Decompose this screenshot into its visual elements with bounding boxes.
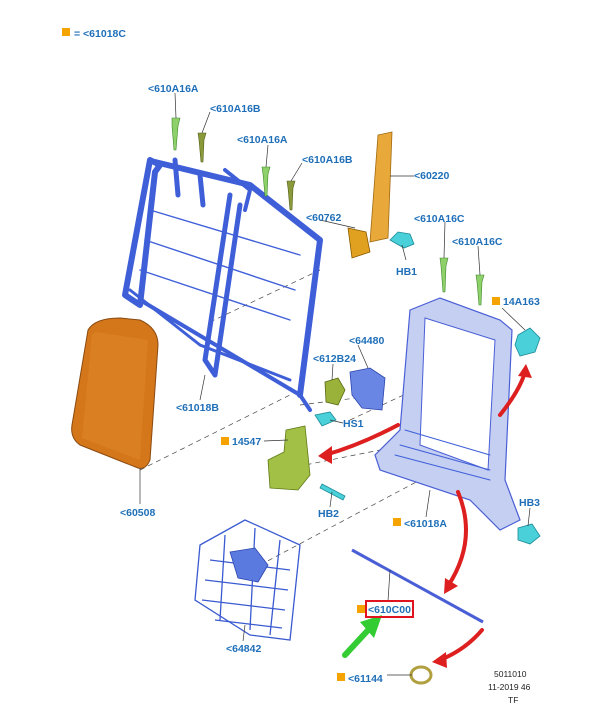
part-labels: <610A16A <610A16B <610A16A <610A16B <602… bbox=[120, 83, 540, 685]
label-64480[interactable]: <64480 bbox=[349, 335, 384, 347]
label-14547[interactable]: 14547 bbox=[232, 436, 261, 448]
marker-14A163 bbox=[492, 297, 500, 305]
label-60762[interactable]: <60762 bbox=[306, 212, 341, 224]
bracket-64480 bbox=[349, 367, 386, 411]
lower-frame bbox=[374, 297, 521, 531]
label-64842[interactable]: <64842 bbox=[226, 643, 261, 655]
bolts-upper bbox=[171, 117, 485, 306]
motor-14547 bbox=[267, 425, 311, 491]
green-pointer-arrow bbox=[342, 615, 382, 658]
label-61018B[interactable]: <61018B bbox=[176, 402, 219, 414]
part-14A163 bbox=[514, 327, 541, 357]
highlight-box-610C00 bbox=[365, 600, 414, 618]
trim-strip bbox=[369, 131, 393, 243]
hb2-bolt bbox=[319, 483, 346, 501]
hb3-fastener bbox=[517, 523, 541, 545]
legend-marker bbox=[62, 28, 70, 36]
marker-61144 bbox=[337, 673, 345, 681]
label-610A16B-mid[interactable]: <610A16B bbox=[302, 154, 353, 166]
marker-61018A bbox=[393, 518, 401, 526]
direction-arrows bbox=[318, 364, 532, 668]
footer-line3: TF bbox=[508, 695, 518, 705]
upper-seatback-frame bbox=[122, 157, 323, 412]
label-61018A[interactable]: <61018A bbox=[404, 518, 447, 530]
footer-line2: 11-2019 46 bbox=[488, 682, 531, 692]
label-HB2[interactable]: HB2 bbox=[318, 508, 339, 520]
legend: = <61018C bbox=[62, 28, 126, 40]
marker-610C00 bbox=[357, 605, 365, 613]
hs1-fastener bbox=[314, 411, 337, 427]
seatback-pad bbox=[71, 317, 159, 469]
wire-mat bbox=[194, 519, 301, 641]
label-HB3[interactable]: HB3 bbox=[519, 497, 540, 509]
ring-61144 bbox=[409, 665, 433, 685]
footer-line1: 5011010 bbox=[494, 669, 527, 679]
label-610A16C-a[interactable]: <610A16C bbox=[414, 213, 465, 225]
rod-610C00 bbox=[351, 548, 484, 624]
label-60220[interactable]: <60220 bbox=[414, 170, 449, 182]
footer-meta: 5011010 11-2019 46 TF bbox=[488, 669, 531, 705]
label-612B24[interactable]: <612B24 bbox=[313, 353, 356, 365]
callout-markers bbox=[221, 297, 500, 681]
label-HS1[interactable]: HS1 bbox=[343, 418, 364, 430]
hb1-fastener bbox=[389, 231, 415, 249]
legend-text: = <61018C bbox=[74, 28, 126, 40]
leader-lines bbox=[139, 92, 531, 676]
part-612B24 bbox=[324, 377, 346, 406]
clip-60762 bbox=[347, 227, 371, 259]
label-610A16A-top[interactable]: <610A16A bbox=[148, 83, 199, 95]
label-60508[interactable]: <60508 bbox=[120, 507, 155, 519]
label-610A16C-b[interactable]: <610A16C bbox=[452, 236, 503, 248]
label-HB1[interactable]: HB1 bbox=[396, 266, 417, 278]
marker-14547 bbox=[221, 437, 229, 445]
label-14A163[interactable]: 14A163 bbox=[503, 296, 540, 308]
label-610C00[interactable]: <610C00 bbox=[368, 604, 411, 616]
label-610A16B-top[interactable]: <610A16B bbox=[210, 103, 261, 115]
label-61144[interactable]: <61144 bbox=[348, 673, 383, 685]
label-610A16A-mid[interactable]: <610A16A bbox=[237, 134, 288, 146]
